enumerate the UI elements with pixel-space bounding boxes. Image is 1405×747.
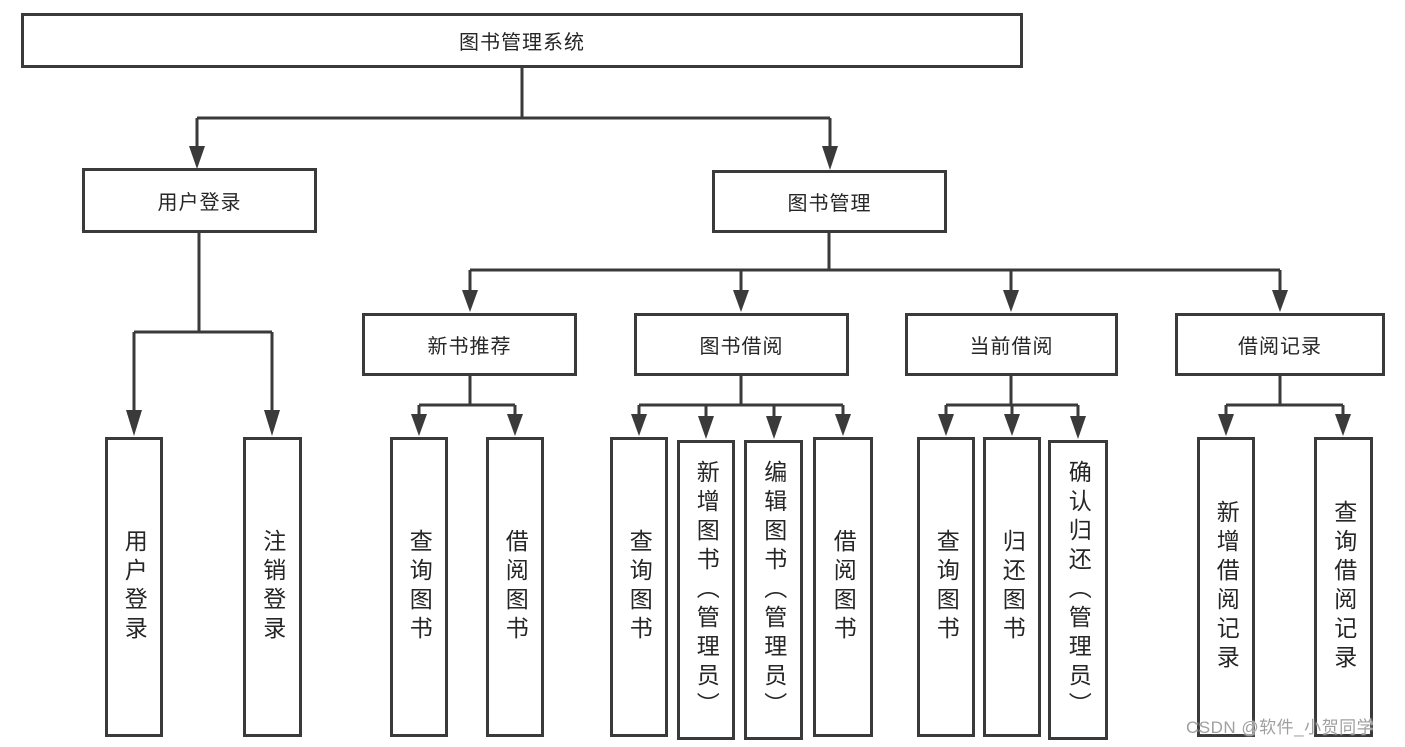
arrow-down-icon [462,290,478,312]
connector-user-login-branch [126,233,280,436]
node-login-logout: 注销登录 [243,437,302,737]
node-new-book-recommend-label: 新书推荐 [427,336,512,358]
node-current-borrow-label: 当前借阅 [969,336,1054,358]
node-recommend-borrow-books-label: 借阅图书 [502,529,529,645]
node-borrow-query-books: 查询图书 [610,437,668,737]
node-borrow-edit-books-admin: 编辑图书（管理员） [744,440,803,740]
arrow-down-icon [835,414,851,436]
node-current-confirm-return-admin: 确认归还（管理员） [1048,440,1108,740]
node-borrow-records: 借阅记录 [1175,313,1385,376]
arrow-down-icon [1003,290,1019,312]
connector-book-management-branch [462,233,1288,312]
csdn-watermark: CSDN @软件_小贺同学 [1186,718,1375,737]
node-current-query-books-label: 查询图书 [933,529,960,645]
node-root: 图书管理系统 [21,13,1023,68]
connector-book-borrow-branch [631,376,851,439]
node-records-query-record: 查询借阅记录 [1314,437,1373,737]
node-recommend-query-books: 查询图书 [390,437,448,737]
arrow-down-icon [189,146,205,169]
node-borrow-borrow-books-label: 借阅图书 [830,529,857,645]
arrow-down-icon [411,414,427,436]
node-current-return-books-label: 归还图书 [999,529,1026,645]
node-login-user-label: 用户登录 [121,529,148,645]
node-recommend-borrow-books: 借阅图书 [486,437,544,737]
node-borrow-borrow-books: 借阅图书 [813,437,873,737]
node-book-borrow-label: 图书借阅 [699,336,784,358]
arrow-down-icon [822,146,838,170]
node-login-logout-label: 注销登录 [259,529,286,645]
node-current-query-books: 查询图书 [917,437,975,737]
node-user-login: 用户登录 [82,168,317,233]
node-current-return-books: 归还图书 [983,437,1041,737]
arrow-down-icon [1004,414,1020,436]
arrow-down-icon [1070,416,1086,439]
node-borrow-add-books-admin-label: 新增图书（管理员） [693,459,720,721]
node-book-management-label: 图书管理 [787,193,872,215]
node-new-book-recommend: 新书推荐 [362,313,577,376]
node-user-login-label: 用户登录 [157,192,242,214]
arrow-down-icon [1218,414,1234,436]
arrow-down-icon [1335,414,1351,436]
node-current-confirm-return-admin-label: 确认归还（管理员） [1065,459,1092,721]
node-current-borrow: 当前借阅 [905,313,1118,376]
arrow-down-icon [766,416,782,439]
arrow-down-icon [1272,290,1288,312]
node-records-query-record-label: 查询借阅记录 [1330,500,1357,674]
arrow-down-icon [938,414,954,436]
node-borrow-add-books-admin: 新增图书（管理员） [677,440,735,740]
arrow-down-icon [733,290,749,312]
node-records-add-record-label: 新增借阅记录 [1213,500,1240,674]
node-borrow-records-label: 借阅记录 [1238,336,1322,358]
node-borrow-edit-books-admin-label: 编辑图书（管理员） [760,459,787,721]
node-borrow-query-books-label: 查询图书 [626,529,653,645]
connector-borrow-records-branch [1218,376,1351,436]
arrow-down-icon [698,416,714,439]
arrow-down-icon [631,414,647,436]
arrow-down-icon [507,414,523,436]
node-book-management: 图书管理 [712,170,947,233]
connector-new-book-recommend-branch [411,376,523,436]
node-records-add-record: 新增借阅记录 [1197,437,1255,737]
node-login-user: 用户登录 [105,437,163,737]
connector-current-borrow-branch [938,376,1086,439]
node-root-label: 图书管理系统 [459,32,585,54]
node-recommend-query-books-label: 查询图书 [406,529,433,645]
arrow-down-icon [126,410,142,436]
node-book-borrow: 图书借阅 [634,313,849,376]
connector-root-branch [189,68,838,170]
arrow-down-icon [264,410,280,436]
